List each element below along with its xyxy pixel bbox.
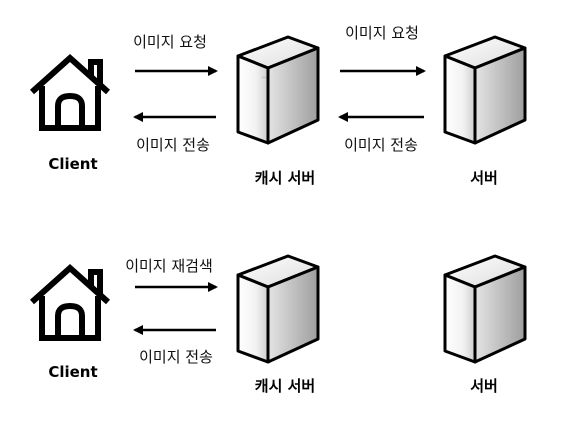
server-label: 서버 bbox=[470, 169, 498, 187]
cache-server-label: 캐시 서버 bbox=[254, 377, 316, 395]
cache-server-icon bbox=[236, 35, 320, 145]
cache-server-icon bbox=[236, 254, 320, 364]
arrow-label-response: 이미지 전송 bbox=[139, 348, 213, 366]
arrow-label-request: 이미지 재검색 bbox=[125, 257, 213, 275]
server-icon bbox=[443, 254, 527, 364]
house-icon bbox=[29, 263, 111, 341]
server-icon bbox=[443, 35, 527, 145]
arrow-label-response: 이미지 전송 bbox=[344, 136, 418, 154]
arrow-label-request: 이미지 요청 bbox=[133, 33, 207, 51]
arrow-label-response: 이미지 전송 bbox=[136, 136, 210, 154]
server-label: 서버 bbox=[470, 377, 498, 395]
cache-server-label: 캐시 서버 bbox=[254, 169, 316, 187]
client-label: Client bbox=[48, 155, 98, 173]
house-icon bbox=[29, 53, 111, 131]
arrow-label-request: 이미지 요청 bbox=[345, 24, 419, 42]
client-label: Client bbox=[48, 363, 98, 381]
